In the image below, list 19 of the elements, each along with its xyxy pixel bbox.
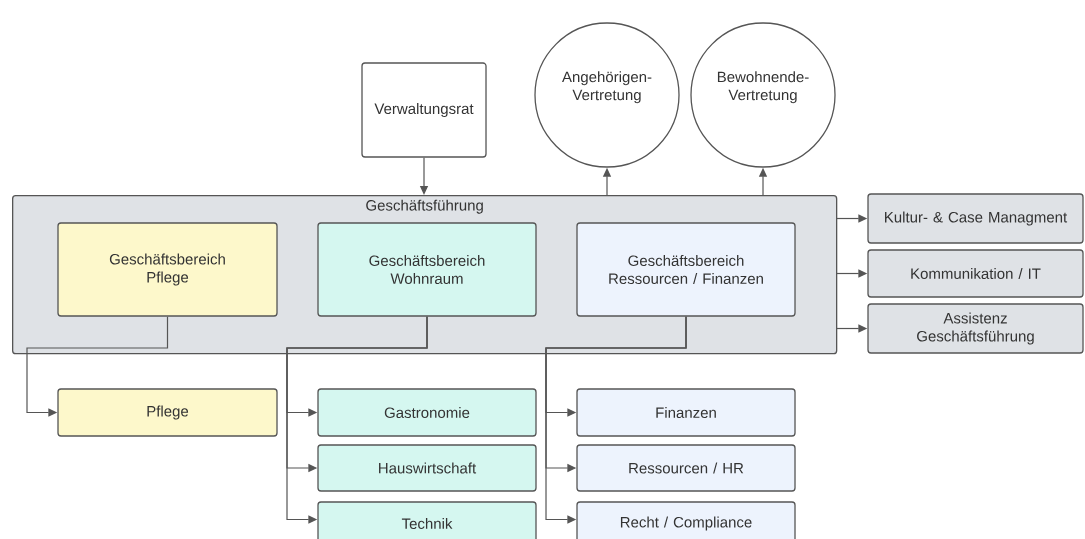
process-box: Hauswirtschaft — [317, 444, 537, 492]
circle-node: Bewohnende- Vertretung — [690, 22, 836, 168]
process-box: Verwaltungsrat — [361, 62, 487, 158]
circle-node: Angehörigen- Vertretung — [534, 22, 680, 168]
process-box: Geschäftsbereich Wohnraum — [317, 222, 537, 317]
process-box: Recht / Compliance — [576, 501, 796, 539]
process-box: Ressourcen / HR — [576, 444, 796, 492]
arrow — [286, 316, 428, 524]
arrow — [26, 316, 169, 417]
process-box: Geschäftsbereich Pflege — [57, 222, 278, 317]
arrow — [545, 316, 687, 524]
process-box: Finanzen — [576, 388, 796, 437]
process-box: Geschäftsbereich Ressourcen / Finanzen — [576, 222, 796, 317]
process-box: Kommunikation / IT — [867, 249, 1084, 298]
process-box: Gastronomie — [317, 388, 537, 437]
process-box: Assistenz Geschäftsführung — [867, 303, 1084, 354]
process-box: Technik — [317, 501, 537, 539]
process-box: Kultur- & Case Managment — [867, 193, 1084, 244]
process-box: Pflege — [57, 388, 278, 437]
